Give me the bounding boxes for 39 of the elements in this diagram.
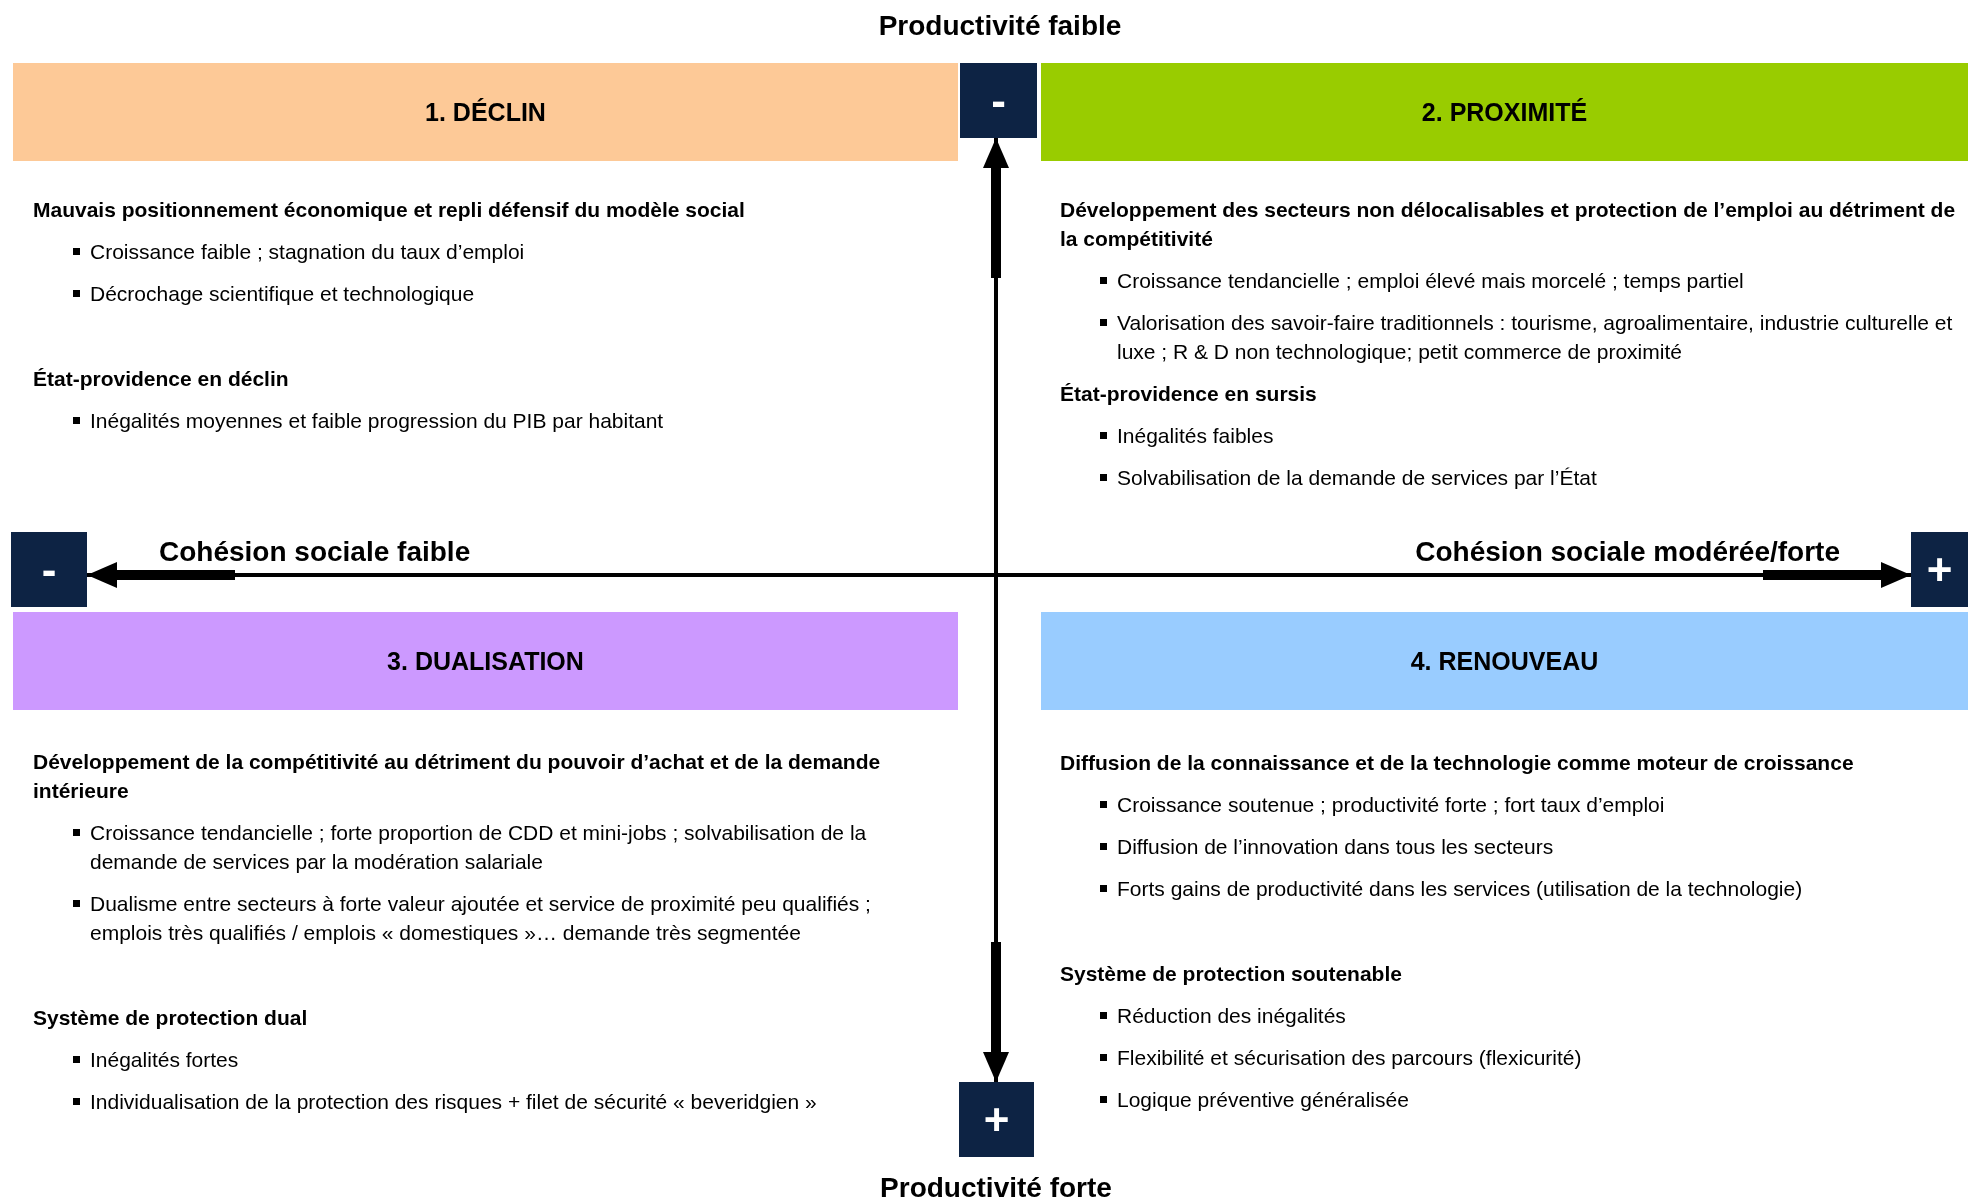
section-heading: Diffusion de la connaissance et de la technologie comme moteur de croissance	[1060, 750, 1855, 776]
bullet-text: Croissance faible ; stagnation du taux d’emploi	[90, 239, 525, 265]
axis-label: Cohésion sociale faible	[159, 535, 471, 569]
section-heading: Système de protection dual	[33, 1005, 309, 1031]
sign-box: +	[959, 1082, 1034, 1157]
scenario-header: 4. RENOUVEAU	[1041, 612, 1968, 710]
bullet-text: Forts gains de productivité dans les services (utilisation de la technologie)	[1117, 876, 1803, 902]
axis-arrow	[983, 138, 1009, 1082]
bullet-text: Réduction des inégalités	[1117, 1003, 1346, 1029]
bullet-text: Inégalités faibles	[1117, 423, 1274, 449]
section-heading: Système de protection soutenable	[1060, 961, 1403, 987]
section-heading: Développement des secteurs non délocalisables et protection de l’emploi au détriment de la compétitivité	[1060, 197, 1957, 252]
sign-box: -	[960, 63, 1037, 138]
section-heading: Développement de la compétitivité au détriment du pouvoir d’achat et de la demande intérieure	[33, 749, 882, 804]
bullet-text: Inégalités moyennes et faible progression du PIB par habitant	[90, 408, 664, 434]
scenario-header: 1. DÉCLIN	[13, 63, 958, 161]
bullet-text: Solvabilisation de la demande de services par l’État	[1117, 465, 1597, 491]
axis-label: Productivité forte	[880, 1171, 1112, 1202]
sign-box: +	[1911, 532, 1968, 607]
section-heading: État-providence en sursis	[1060, 381, 1318, 407]
bullet-text: Croissance tendancielle ; forte proportion de CDD et mini-jobs ; solvabilisation de la demande de services par la modération salariale	[90, 820, 868, 875]
bullet-text: Diffusion de l’innovation dans tous les secteurs	[1117, 834, 1554, 860]
bullet-text: Décrochage scientifique et technologique	[90, 281, 475, 307]
bullet-text: Croissance tendancielle ; emploi élevé mais morcelé ; temps partiel	[1117, 268, 1744, 294]
axis-label: Productivité faible	[878, 9, 1122, 43]
scenario-header: 3. DUALISATION	[13, 612, 958, 710]
sign-box: -	[11, 532, 87, 607]
bullet-text: Croissance soutenue ; productivité forte ; fort taux d’emploi	[1117, 792, 1665, 818]
bullet-text: Valorisation des savoir-faire traditionnels : tourisme, agroalimentaire, industrie culturelle et luxe ; R & D non technologique; petit commerce de proximité	[1117, 310, 1954, 365]
section-heading: État-providence en déclin	[33, 366, 290, 392]
axis-arrow	[87, 562, 1911, 588]
bullet-text: Dualisme entre secteurs à forte valeur ajoutée et service de proximité peu qualifiés ; emplois très qualifiés / emplois « domestiques »… demande très segmentée	[90, 891, 872, 946]
scenario-header: 2. PROXIMITÉ	[1041, 63, 1968, 161]
bullet-text: Flexibilité et sécurisation des parcours (flexicurité)	[1117, 1045, 1582, 1071]
bullet-text: Individualisation de la protection des risques + filet de sécurité « beveridgien »	[90, 1089, 817, 1115]
axis-label: Cohésion sociale modérée/forte	[1415, 535, 1840, 569]
bullet-text: Inégalités fortes	[90, 1047, 239, 1073]
bullet-text: Logique préventive généralisée	[1117, 1087, 1409, 1113]
section-heading: Mauvais positionnement économique et repli défensif du modèle social	[33, 197, 746, 223]
